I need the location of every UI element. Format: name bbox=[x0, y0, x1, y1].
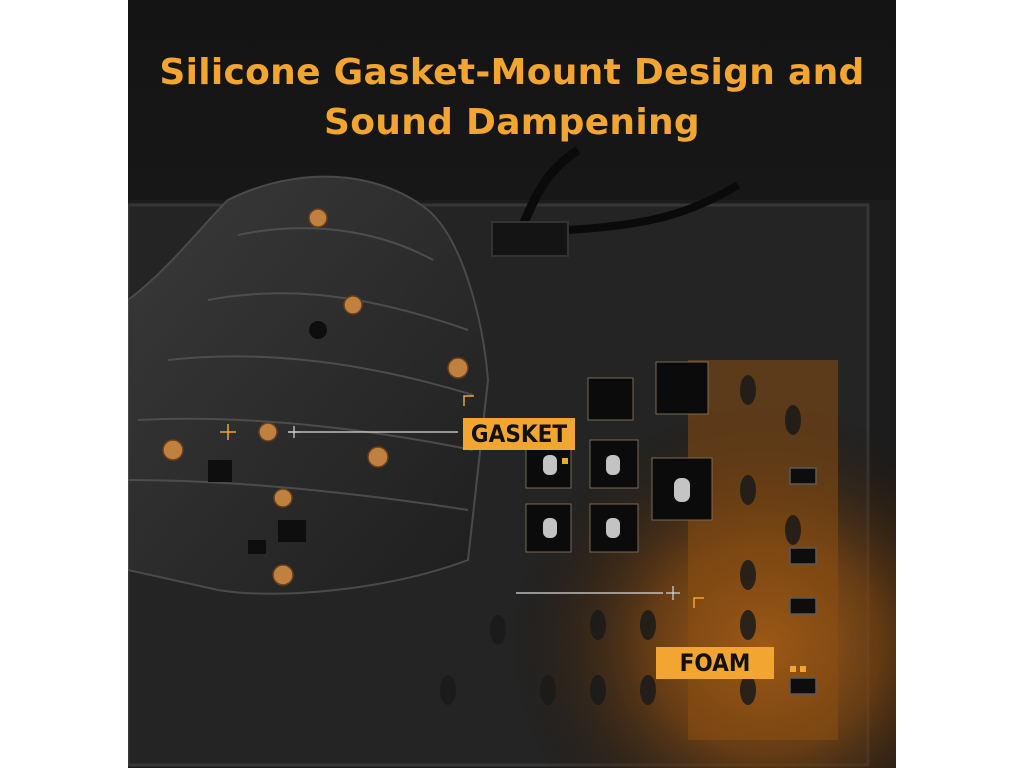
gasket-callout-label: GASKET bbox=[463, 418, 575, 450]
foam-callout-label: FOAM bbox=[656, 647, 774, 679]
keyboard-illustration bbox=[128, 0, 896, 768]
product-image: Silicone Gasket-Mount Design and Sound D… bbox=[128, 0, 896, 768]
headline-line-2: Sound Dampening bbox=[324, 102, 700, 143]
headline-line-1: Silicone Gasket-Mount Design and bbox=[159, 52, 865, 93]
